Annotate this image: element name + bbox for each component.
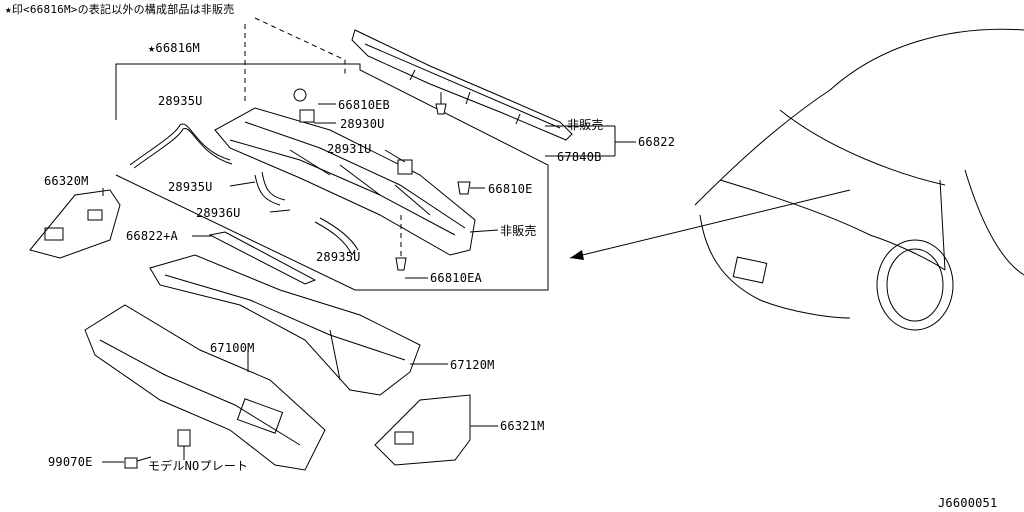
model-plate <box>177 429 191 447</box>
location-arrow <box>569 189 851 259</box>
hose-28935U-a <box>129 123 231 166</box>
connector-28931U <box>397 159 413 175</box>
callout-66822A[interactable]: 66822+A <box>126 229 178 243</box>
callout-66810EB[interactable]: 66810EB <box>338 98 390 112</box>
callout-66321M[interactable]: 66321M <box>500 419 545 433</box>
arrow-head <box>570 250 584 260</box>
cowl-top-grille <box>214 107 476 256</box>
header-leader-a <box>254 17 346 75</box>
hose-28935U-c-edge <box>319 217 359 251</box>
nozzle-28930U <box>299 109 315 123</box>
callout-67840B[interactable]: 67840B <box>557 150 602 164</box>
callout-leaders <box>102 103 636 463</box>
callout-28935U-b[interactable]: 28935U <box>168 180 213 194</box>
dash-side-66321M <box>374 394 471 466</box>
callout-not-sold-a: 非販売 <box>500 224 537 238</box>
hose-28935U-a-edge <box>133 128 233 169</box>
callout-28930U[interactable]: 28930U <box>340 117 385 131</box>
header-note: ★印<66816M>の表記以外の構成部品は非販売 <box>5 3 235 16</box>
figure-code: J6600051 <box>938 496 998 510</box>
assembly-box <box>115 63 549 291</box>
seal-66822A <box>208 231 317 285</box>
clip-67840B <box>435 92 447 115</box>
callout-66320M[interactable]: 66320M <box>44 174 89 188</box>
callout-99070E[interactable]: 99070E <box>48 455 93 469</box>
callout-28935U-c[interactable]: 28935U <box>316 250 361 264</box>
screw-99070E <box>124 456 152 469</box>
callout-28936U[interactable]: 28936U <box>196 206 241 220</box>
vehicle-outline <box>569 28 1024 331</box>
callout-not-sold-b: 非販売 <box>567 118 604 132</box>
callout-66810EA[interactable]: 66810EA <box>430 271 482 285</box>
callout-67100M[interactable]: 67100M <box>210 341 255 355</box>
callout-66822[interactable]: 66822 <box>638 135 676 149</box>
dash-lower-67100M <box>84 304 326 471</box>
callout-28931U[interactable]: 28931U <box>327 142 372 156</box>
clip-66810EA <box>395 257 407 271</box>
hose-28935U-b-edge <box>261 171 286 201</box>
callout-66810E[interactable]: 66810E <box>488 182 533 196</box>
dash-side-66320M <box>29 189 121 259</box>
clip-66810E <box>457 181 471 195</box>
callout-28935U-a[interactable]: 28935U <box>158 94 203 108</box>
callout-model-plate: モデルNOプレート <box>148 459 249 473</box>
hose-28935U-c <box>314 221 353 256</box>
nozzle-66810EB <box>293 88 307 102</box>
callout-67120M[interactable]: 67120M <box>450 358 495 372</box>
cowl-top-seal <box>351 29 573 141</box>
hose-28935U-b <box>254 174 281 206</box>
dash-upper-67120M <box>149 254 421 396</box>
assembly-label-66816M: ★66816M <box>148 41 200 55</box>
